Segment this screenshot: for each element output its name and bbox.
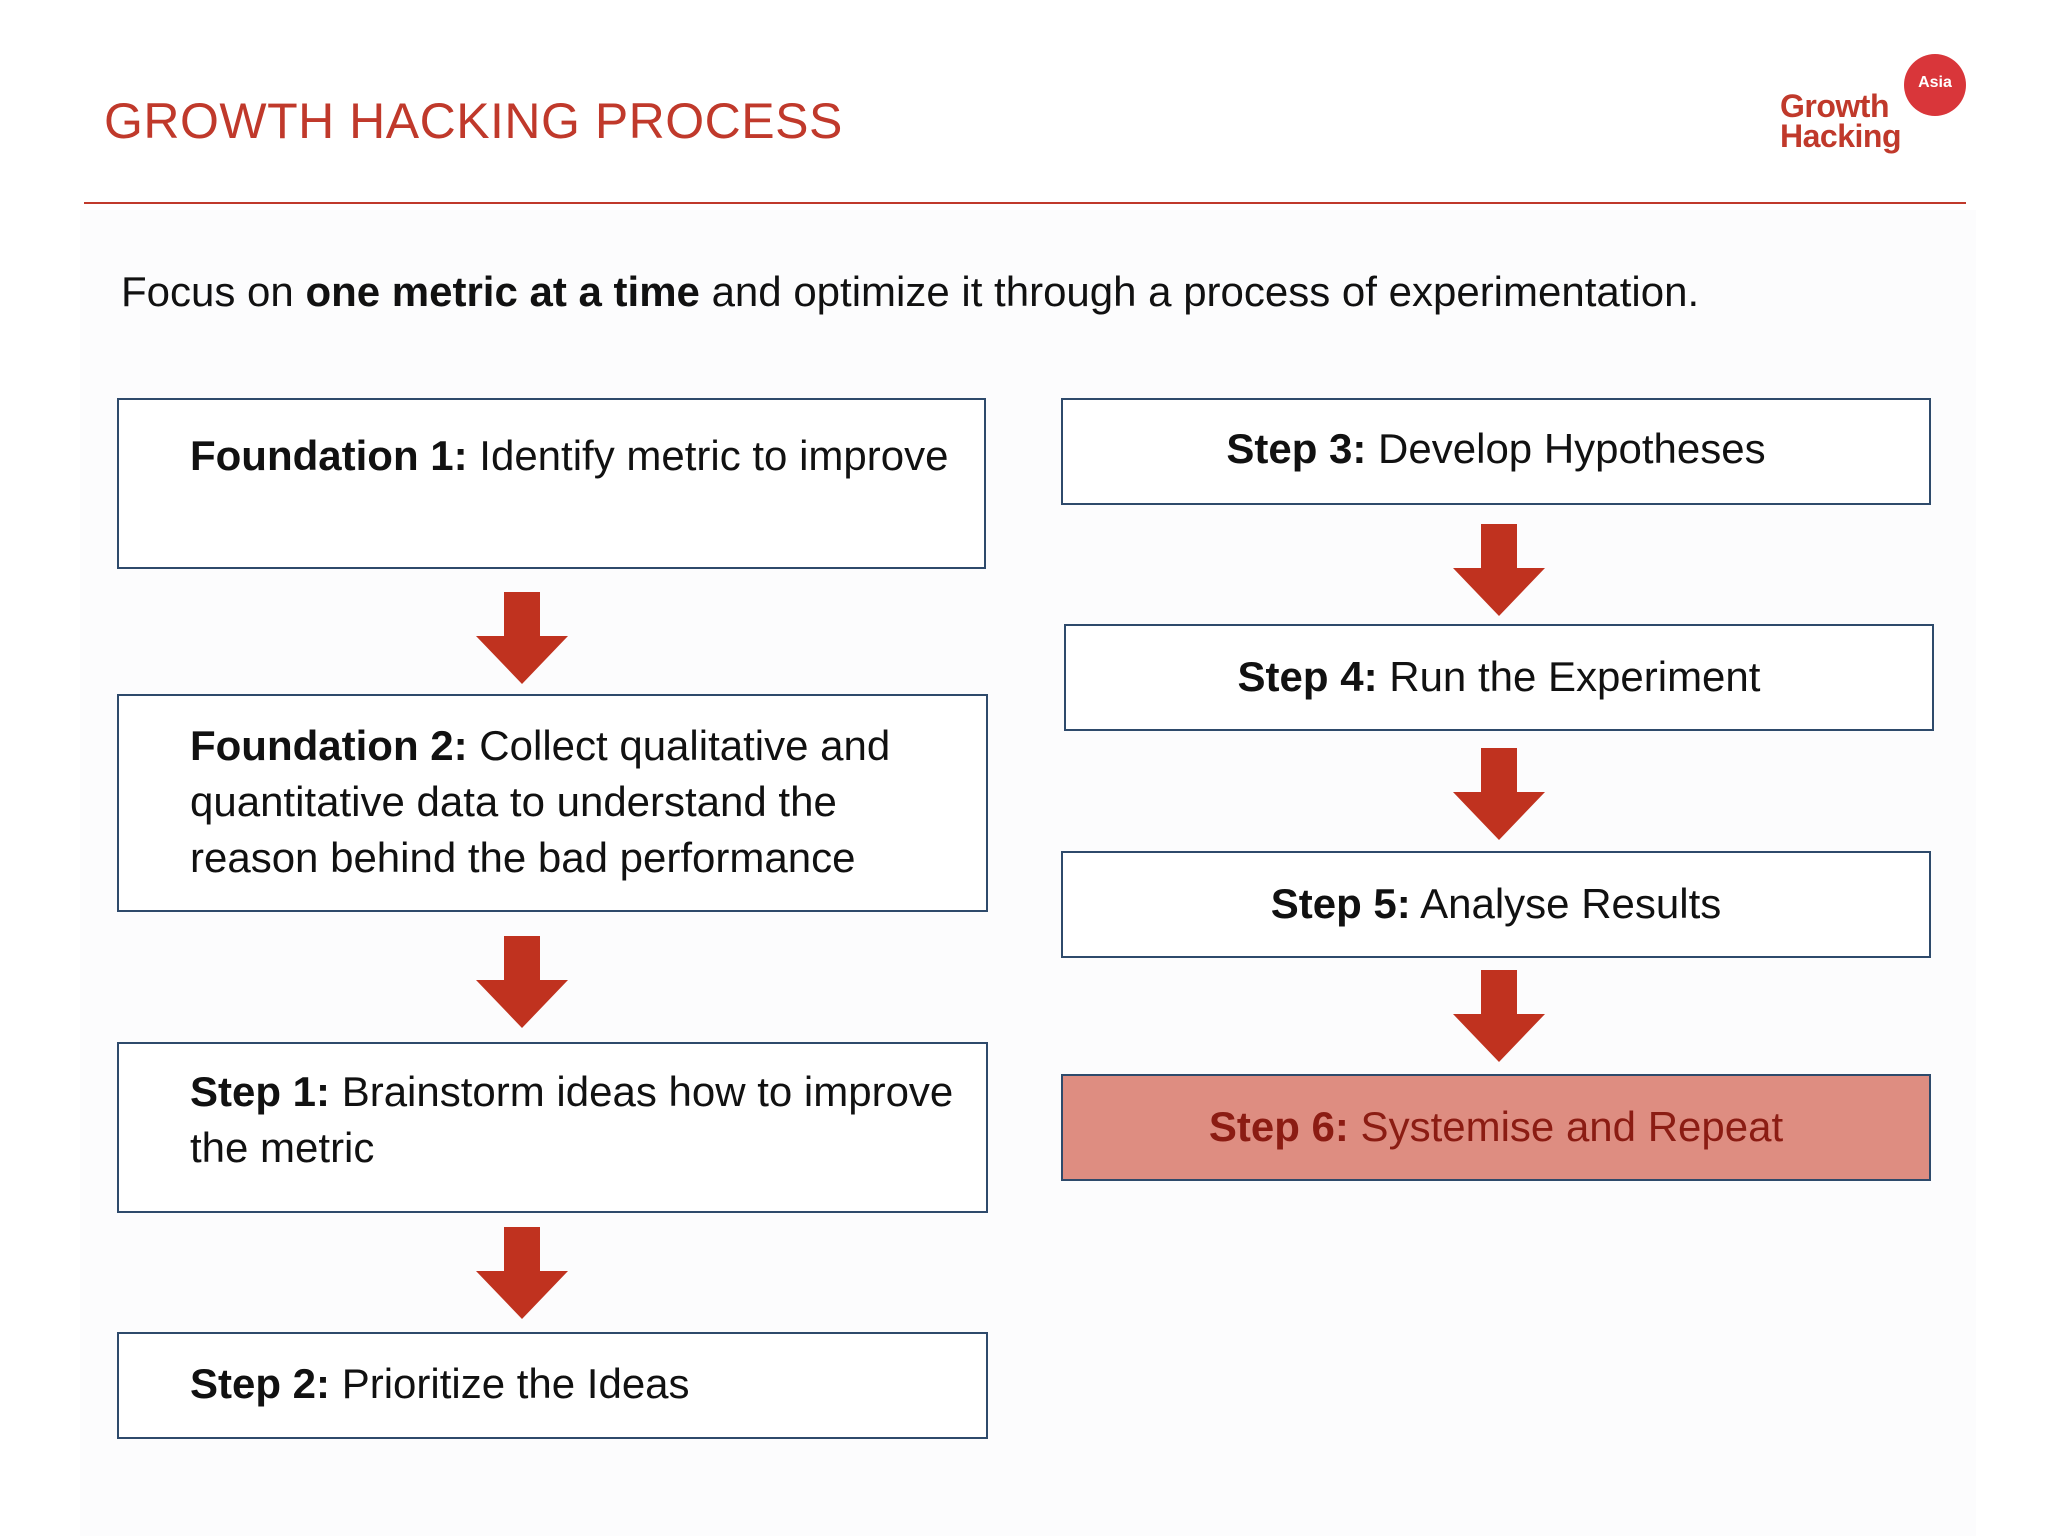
logo-badge-text: Asia (1918, 74, 1952, 91)
step-label: Step 3: (1226, 425, 1367, 472)
step-text: Identify metric to improve (467, 432, 949, 479)
logo-word-hacking: Hacking (1780, 118, 1901, 154)
down-arrow-icon (476, 1227, 568, 1319)
logo-badge-circle (1904, 54, 1966, 116)
step-text: Run the Experiment (1377, 653, 1761, 700)
step-label: Step 5: (1270, 880, 1411, 927)
step-4-box: Step 4: Run the Experiment (1064, 624, 1934, 731)
step-2-box: Step 2: Prioritize the Ideas (117, 1332, 988, 1439)
step-label: Step 1: (190, 1068, 331, 1115)
step-1-box: Step 1: Brainstorm ideas how to improve … (117, 1042, 988, 1213)
step-3-box: Step 3: Develop Hypotheses (1061, 398, 1931, 505)
foundation-1-box: Foundation 1: Identify metric to improve (117, 398, 986, 569)
step-5-box: Step 5: Analyse Results (1061, 851, 1931, 958)
step-text: Prioritize the Ideas (330, 1360, 690, 1407)
down-arrow-icon (1453, 524, 1545, 616)
intro-text-start: Focus on (121, 268, 306, 315)
step-label: Foundation 1: (190, 432, 468, 479)
step-label: Step 2: (190, 1360, 331, 1407)
step-text: Systemise and Repeat (1348, 1103, 1784, 1150)
down-arrow-icon (476, 592, 568, 684)
step-label: Step 4: (1237, 653, 1378, 700)
growth-hacking-asia-logo: Asia Growth Hacking (1780, 54, 1980, 164)
down-arrow-icon (1453, 748, 1545, 840)
intro-text-emphasis: one metric at a time (305, 268, 700, 315)
header-divider (84, 202, 1966, 204)
step-label: Step 6: (1208, 1103, 1349, 1150)
page-title: GROWTH HACKING PROCESS (104, 93, 843, 149)
foundation-2-box: Foundation 2: Collect qualitative and qu… (117, 694, 988, 912)
intro-text-end: and optimize it through a process of exp… (699, 268, 1700, 315)
step-text: Brainstorm ideas how to improve the metr… (190, 1068, 954, 1171)
down-arrow-icon (476, 936, 568, 1028)
step-6-box: Step 6: Systemise and Repeat (1061, 1074, 1931, 1181)
down-arrow-icon (1453, 970, 1545, 1062)
step-text: Collect qualitative and quantitative dat… (190, 722, 891, 881)
step-text: Analyse Results (1410, 880, 1722, 927)
step-label: Foundation 2: (190, 722, 468, 769)
intro-sentence: Focus on one metric at a time and optimi… (121, 268, 1921, 316)
logo-word-growth: Growth (1780, 88, 1889, 124)
step-text: Develop Hypotheses (1366, 425, 1766, 472)
